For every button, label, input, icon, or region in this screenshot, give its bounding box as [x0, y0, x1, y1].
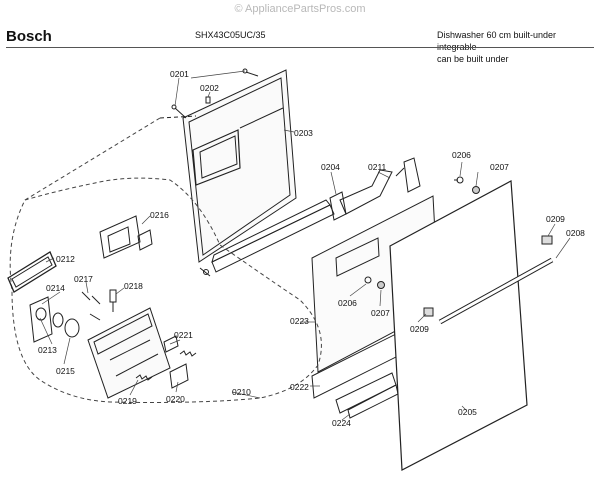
label-0212: 0212	[56, 254, 75, 264]
header-divider	[6, 47, 594, 48]
label-0221: 0221	[174, 330, 193, 340]
handle-caps-and-screws	[364, 176, 553, 317]
label-0218: 0218	[124, 281, 143, 291]
handle-bar	[438, 257, 554, 325]
label-0207-upper: 0207	[490, 162, 509, 172]
label-0217: 0217	[74, 274, 93, 284]
model-number: SHX43C05UC/35	[195, 30, 266, 40]
springs	[135, 350, 197, 381]
label-0223: 0223	[290, 316, 309, 326]
part-labels: 0201 0202 0203 0204 0211 0206 0207 0209 …	[38, 69, 585, 428]
display-window	[7, 251, 57, 293]
label-0222: 0222	[290, 382, 309, 392]
inner-door-panel	[182, 69, 297, 263]
label-0224: 0224	[332, 418, 351, 428]
control-cover-0216	[99, 215, 153, 259]
label-0203: 0203	[294, 128, 313, 138]
label-0201: 0201	[170, 69, 189, 79]
brand-name: Bosch	[6, 28, 52, 45]
label-0208: 0208	[566, 228, 585, 238]
label-0204: 0204	[321, 162, 340, 172]
label-0216: 0216	[150, 210, 169, 220]
control-module-body	[87, 307, 189, 399]
label-0220: 0220	[166, 394, 185, 404]
front-door-panel	[389, 180, 528, 471]
label-0209-upper: 0209	[546, 214, 565, 224]
door-hinge-bracket	[329, 157, 421, 221]
label-0219: 0219	[118, 396, 137, 406]
label-0206-upper: 0206	[452, 150, 471, 160]
label-0202: 0202	[200, 83, 219, 93]
control-module-outline	[9, 115, 322, 403]
description-line-2: can be built under	[437, 54, 509, 64]
label-0209-lower: 0209	[410, 324, 429, 334]
label-0207-lower: 0207	[371, 308, 390, 318]
label-0215: 0215	[56, 366, 75, 376]
label-0211: 0211	[368, 162, 387, 172]
switch-parts	[29, 296, 80, 343]
spring-pins	[81, 289, 117, 321]
leader-lines	[39, 70, 571, 421]
door-bottom-strip	[199, 199, 335, 277]
label-0205: 0205	[458, 407, 477, 417]
label-0213: 0213	[38, 345, 57, 355]
label-0214: 0214	[46, 283, 65, 293]
label-0206-lower: 0206	[338, 298, 357, 308]
watermark: © AppliancePartsPros.com	[234, 3, 366, 15]
label-0210: 0210	[232, 387, 251, 397]
